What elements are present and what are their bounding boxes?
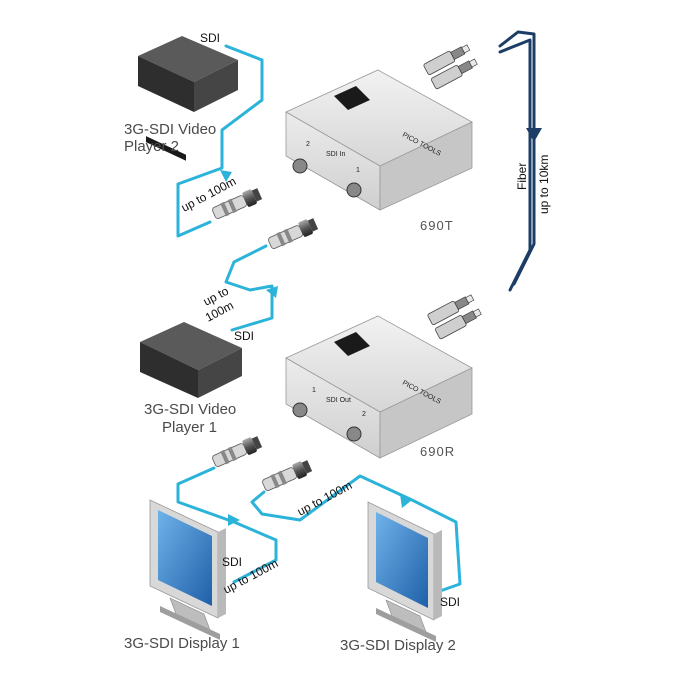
player2-label-line2: Player 2 (124, 138, 179, 155)
fiber-distance-label: up to 10km (537, 155, 551, 214)
display2-sdi-label: SDI (440, 595, 460, 609)
fiber-label: Fiber (515, 163, 529, 190)
fiber-arrow (526, 128, 542, 142)
bnc-connector-rx-1 (210, 433, 264, 470)
fiber-line-2 (498, 38, 532, 292)
player1-label-line1: 3G-SDI Video (144, 401, 236, 418)
rx-port-1-label: 1 (312, 387, 316, 394)
display-1 (149, 499, 226, 640)
fiber-connector-tx (422, 41, 480, 90)
rx-sdi-out-label: SDI Out (326, 397, 351, 404)
player1-label-line2: Player 1 (162, 419, 217, 436)
display2-screen (376, 512, 428, 608)
player2-label-line1: 3G-SDI Video (124, 121, 216, 138)
rx2-cable-distance: up to 100m (295, 478, 355, 519)
display-2 (367, 501, 442, 642)
bnc-connector-tx-1 (266, 215, 320, 252)
tx-model-label: 690T (420, 218, 454, 233)
rx-port-2-label: 2 (362, 411, 366, 418)
player1-sdi-label: SDI (234, 329, 254, 343)
cable-690r-to-display2 (250, 474, 462, 600)
receiver-690r: PICO TOOLS 1 SDI Out 2 (285, 315, 473, 459)
arrow-display2-cable (400, 494, 412, 508)
cable-player2-to-690t (176, 44, 264, 238)
arrow-player2-cable (220, 170, 232, 182)
arrow-player1-cable (266, 286, 278, 298)
display2-label: 3G-SDI Display 2 (340, 637, 456, 654)
kramer-logo-rx (334, 332, 370, 356)
display1-label: 3G-SDI Display 1 (124, 635, 240, 652)
video-player-2 (138, 36, 238, 161)
arrow-display1-cable (228, 514, 240, 526)
display1-sdi-label: SDI (222, 555, 242, 569)
fiber-connector-rx (426, 291, 484, 340)
player2-sdi-label: SDI (200, 31, 220, 45)
video-player-1 (140, 322, 242, 398)
tx-port-2-label: 2 (306, 141, 310, 148)
bnc-connector-rx-2 (260, 457, 314, 494)
transmitter-690t: PICO TOOLS 2 SDI In 1 (285, 69, 473, 211)
kramer-logo-tx (334, 86, 370, 110)
cable-690t-to-player1 (224, 244, 274, 332)
rx-model-label: 690R (420, 444, 455, 459)
fiber-cable (498, 30, 542, 292)
sdi-arrows (220, 170, 412, 526)
display1-screen (158, 510, 212, 606)
tx-port-1-label: 1 (356, 167, 360, 174)
tx-sdi-in-label: SDI In (326, 151, 346, 158)
